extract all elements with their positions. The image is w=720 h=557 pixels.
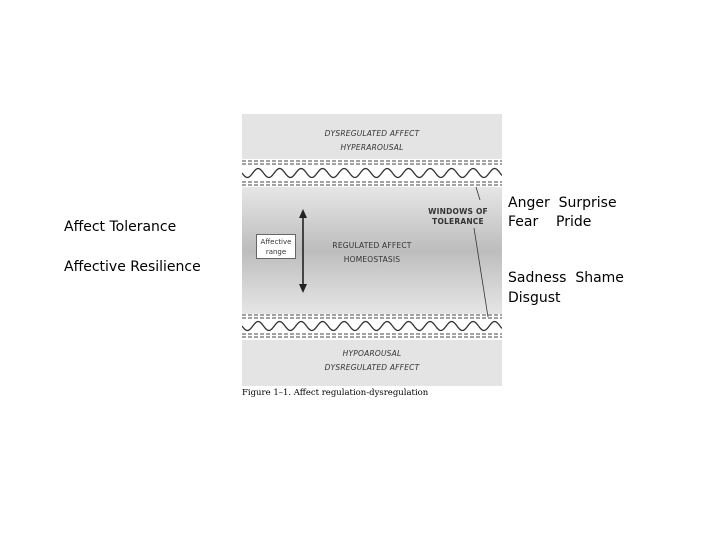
middle-band-subtitle: HOMEOSTASIS <box>343 255 401 264</box>
hypoarousal-band <box>242 340 502 386</box>
middle-band-title: REGULATED AFFECT <box>332 241 412 250</box>
window-pointer-upper <box>475 186 481 201</box>
bottom-band-subtitle: DYSREGULATED AFFECT <box>324 363 420 372</box>
windows-label-line1: WINDOWS OF <box>428 207 488 216</box>
hyperarousal-band <box>242 114 502 159</box>
affective-resilience-label: Affective Resilience <box>64 259 201 275</box>
emotions-upper-line1: Anger Surprise <box>508 195 617 211</box>
affective-range-box: Affective range <box>256 234 296 259</box>
arrow-head-up-icon <box>299 209 307 218</box>
windows-label-line2: TOLERANCE <box>432 217 484 226</box>
affect-regulation-figure: DYSREGULATED AFFECT HYPERAROUSAL REGULAT… <box>242 114 502 386</box>
windows-of-tolerance-label: WINDOWS OF TOLERANCE <box>418 207 498 227</box>
emotions-lower-line2: Disgust <box>508 290 561 306</box>
figure-caption: Figure 1–1. Affect regulation-dysregulat… <box>242 388 429 398</box>
affect-tolerance-label: Affect Tolerance <box>64 219 177 235</box>
bottom-band-title: HYPOAROUSAL <box>342 349 402 358</box>
emotions-lower-line1: Sadness Shame <box>508 270 624 286</box>
top-band-title: DYSREGULATED AFFECT <box>324 129 420 138</box>
lower-wave-line <box>242 320 502 332</box>
upper-wave-line <box>242 167 502 179</box>
emotions-upper-line2: Fear Pride <box>508 214 592 230</box>
window-pointer-lower <box>473 227 489 318</box>
top-band-subtitle: HYPERAROUSAL <box>340 143 404 152</box>
affective-range-line2: range <box>265 248 287 256</box>
arrow-head-down-icon <box>299 284 307 293</box>
figure-lines <box>242 160 502 338</box>
affective-range-line1: Affective <box>260 238 292 246</box>
